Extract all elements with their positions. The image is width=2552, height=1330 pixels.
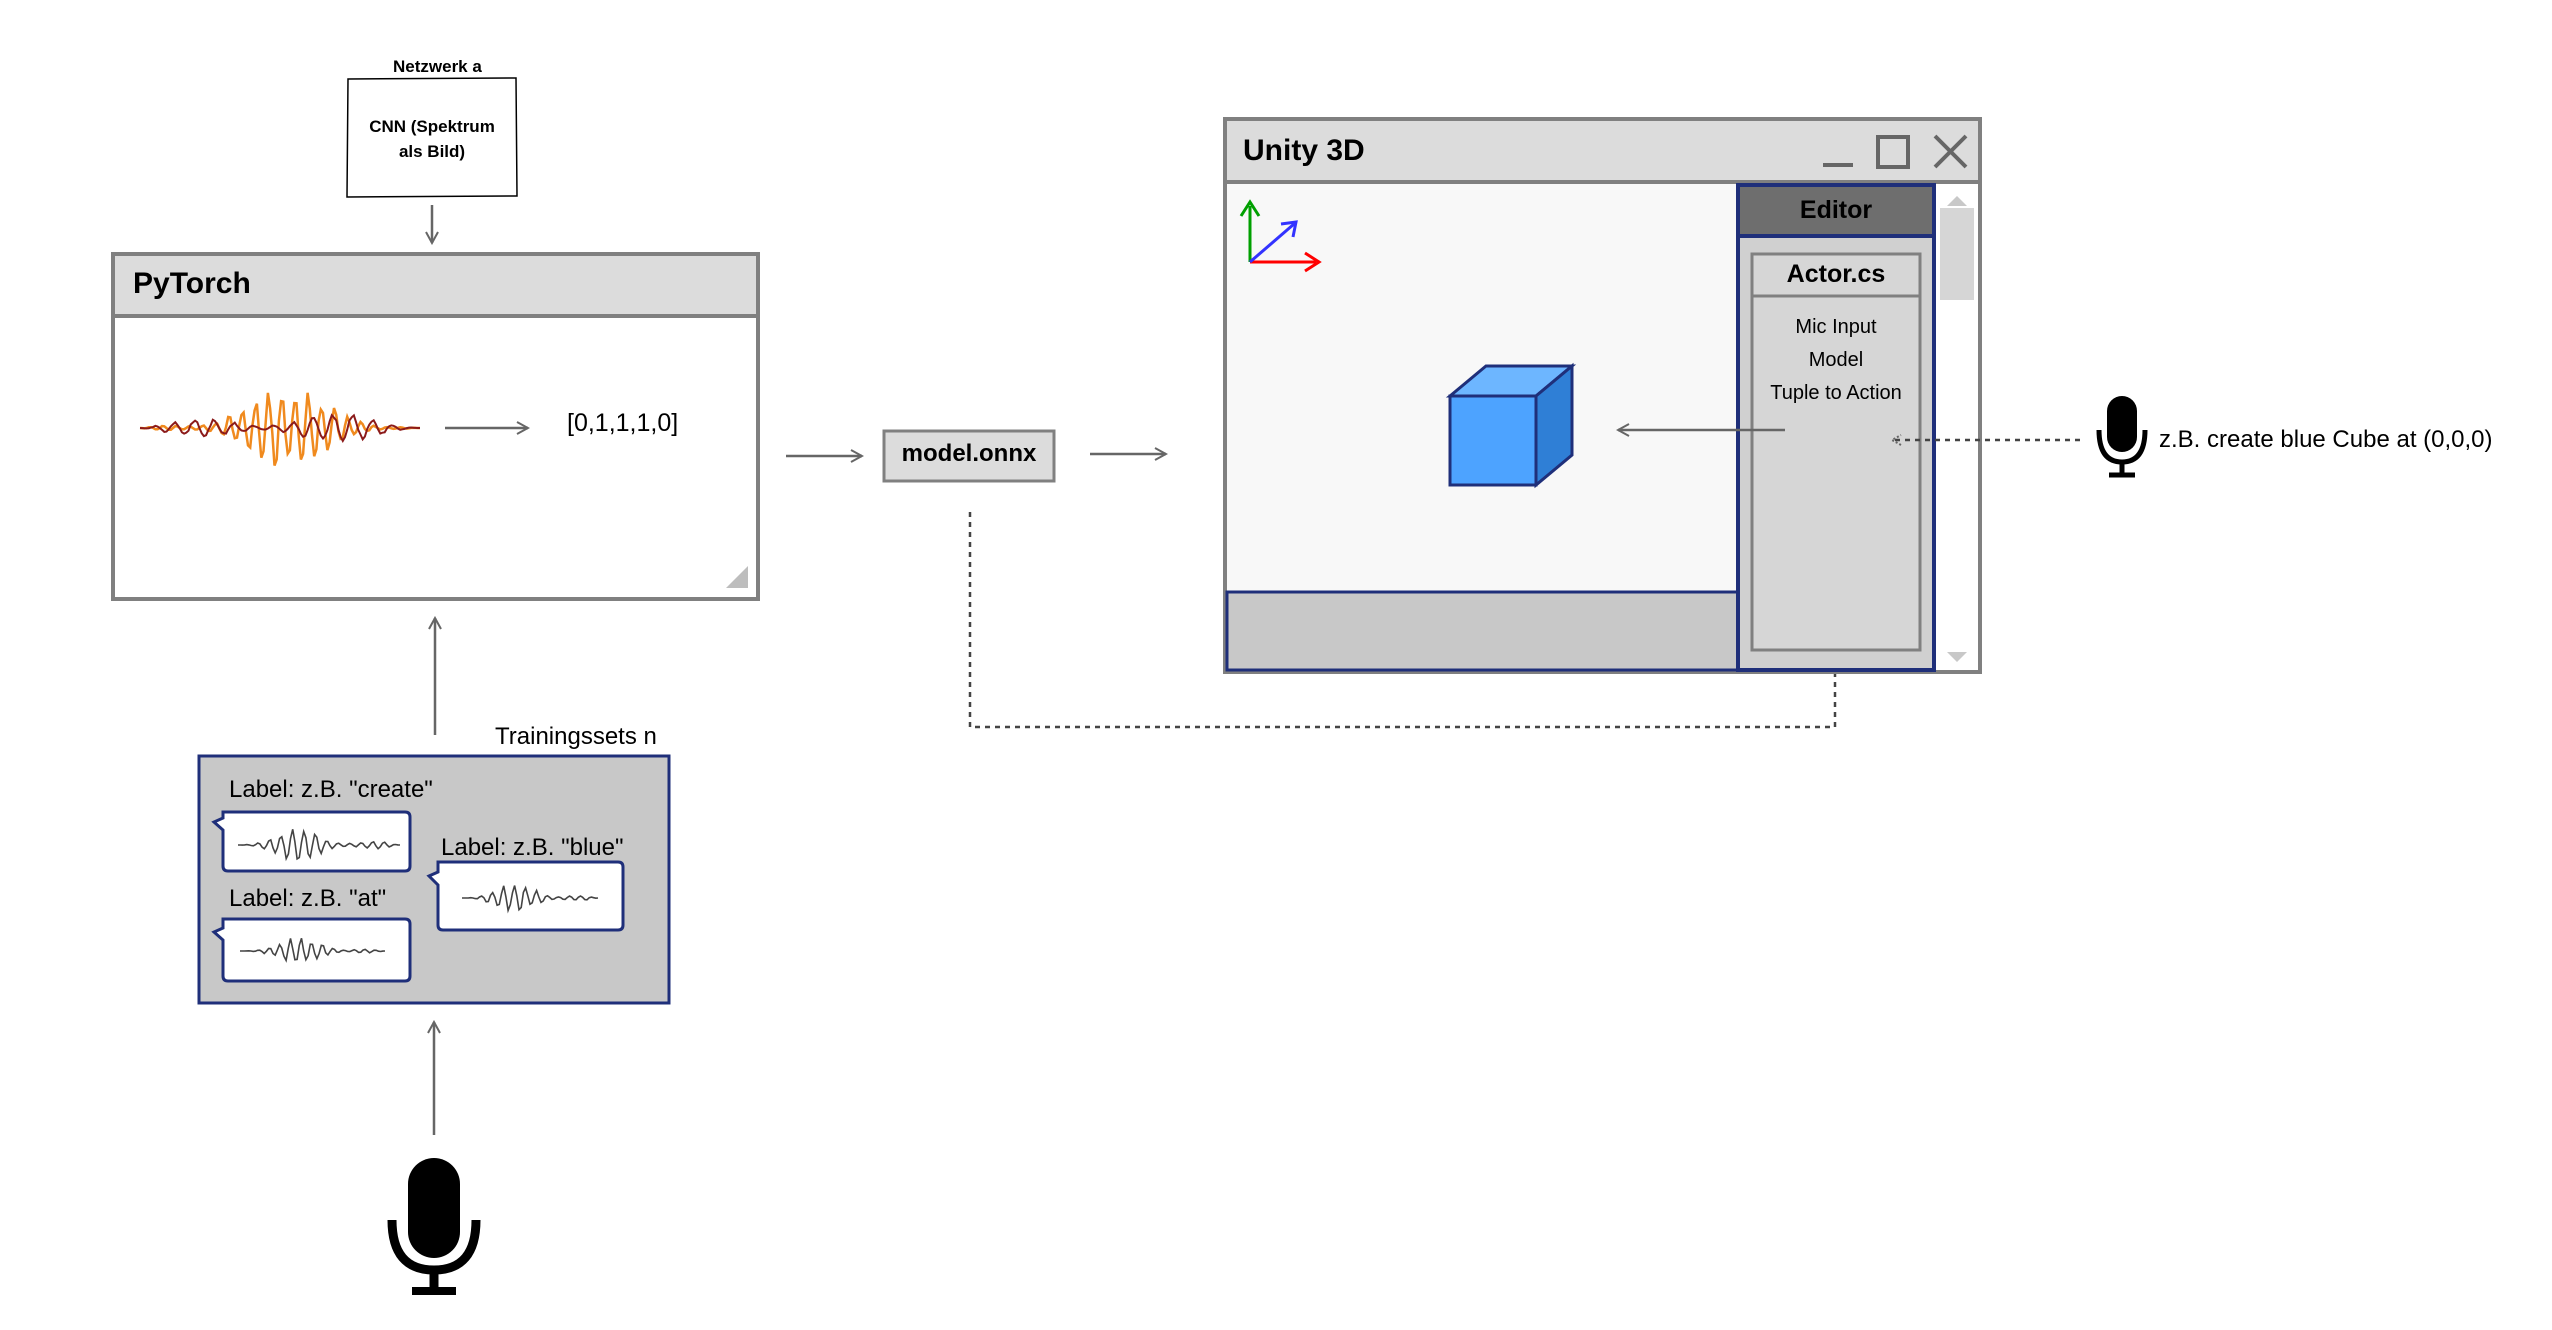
resize-grip-icon[interactable] xyxy=(726,566,748,588)
actor-line-mic-input: Mic Input xyxy=(1795,316,1877,338)
actor-line-model: Model xyxy=(1808,349,1864,371)
network-note xyxy=(346,77,518,198)
model-onnx-label[interactable]: model.onnx xyxy=(901,440,1037,467)
scrollbar-thumb[interactable] xyxy=(1940,208,1974,300)
sample-bubble-at xyxy=(211,917,412,983)
microphone-icon xyxy=(2096,396,2148,478)
microphone-icon xyxy=(387,1158,481,1295)
pytorch-title: PyTorch xyxy=(133,267,251,300)
network-note-line-2: als Bild) xyxy=(398,142,466,161)
sample-bubble-blue xyxy=(426,860,625,932)
unity-header xyxy=(1227,121,1978,182)
sample-waveform xyxy=(238,828,401,862)
audio-waveform xyxy=(139,392,420,467)
actor-script-box xyxy=(1750,252,1922,652)
pytorch-output-vector: [0,1,1,1,0] xyxy=(567,409,679,437)
training-label-at: Label: z.B. "at" xyxy=(229,885,387,912)
audio-waveform-envelope xyxy=(139,413,420,443)
editor-title: Editor xyxy=(1799,196,1873,224)
note-box xyxy=(346,77,518,198)
axis-gizmo-icon xyxy=(1239,199,1322,273)
training-label-create: Label: z.B. "create" xyxy=(229,776,433,803)
pytorch-window xyxy=(111,252,760,601)
editor-header xyxy=(1740,187,1932,235)
unity-title: Unity 3D xyxy=(1243,134,1365,167)
training-label-blue: Label: z.B. "blue" xyxy=(441,834,624,861)
pytorch-header xyxy=(115,256,756,316)
unity-window xyxy=(1223,117,1982,674)
close-icon[interactable] xyxy=(1933,134,1968,169)
scroll-down-icon[interactable] xyxy=(1947,652,1967,662)
blue-cube[interactable] xyxy=(1445,362,1577,489)
actor-line-tuple-to-action: Tuple to Action xyxy=(1770,382,1902,404)
actor-script-title[interactable]: Actor.cs xyxy=(1786,260,1886,288)
training-sets-title: Trainingssets n xyxy=(495,723,657,750)
sample-bubble-create xyxy=(211,810,412,873)
model-onnx-box xyxy=(882,429,1056,483)
unity-bottom-panel xyxy=(1225,590,1740,672)
sample-waveform xyxy=(462,885,599,914)
sample-waveform xyxy=(240,938,386,963)
network-note-line-1: CNN (Spektrum xyxy=(369,117,495,136)
voice-command-example: z.B. create blue Cube at (0,0,0) xyxy=(2159,426,2493,453)
scroll-up-icon[interactable] xyxy=(1947,196,1967,206)
maximize-icon[interactable] xyxy=(1876,135,1910,169)
network-note-title: Netzwerk a xyxy=(393,57,482,76)
